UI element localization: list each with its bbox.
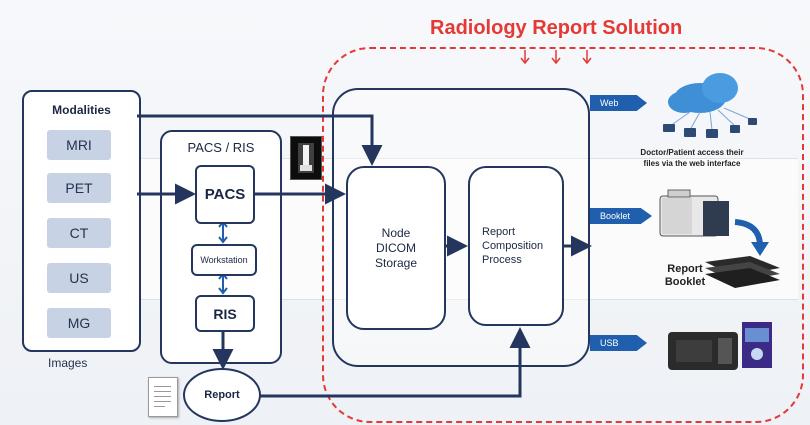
modalities-title: Modalities: [52, 103, 111, 117]
usb-output-arrow: USB: [590, 335, 647, 351]
composition-line-1: Report: [482, 226, 516, 238]
xray-thumbnail-icon: [290, 136, 322, 180]
booklet-stack-icon: [705, 256, 780, 288]
booklet-caption-line-2: Booklet: [664, 276, 706, 288]
booklet-output-arrow: Booklet: [590, 208, 652, 224]
booklet-caption-line-1: Report: [667, 263, 703, 275]
web-caption: Doctor/Patient access their files via th…: [617, 147, 767, 169]
storage-line-2: DICOM: [376, 240, 416, 255]
modality-mri: MRI: [47, 130, 111, 160]
web-output-arrow: Web: [590, 95, 647, 111]
modality-ct: CT: [47, 218, 111, 248]
booklet-caption: Report Booklet: [655, 263, 715, 289]
web-caption-line-2: files via the web interface: [643, 159, 741, 168]
modality-us: US: [47, 263, 111, 293]
media-box-icon: [742, 322, 772, 368]
composition-line-3: Process: [482, 254, 522, 266]
report-document-icon: [148, 377, 178, 417]
workstation-box: Workstation: [191, 244, 257, 276]
composition-line-2: Composition: [482, 240, 544, 252]
pacs-ris-title: PACS / RIS: [187, 140, 255, 155]
images-caption: Images: [48, 356, 88, 370]
printer-icon: [659, 189, 729, 237]
web-caption-line-1: Doctor/Patient access their: [640, 148, 744, 157]
usb-printer-icon: [668, 332, 738, 370]
storage-line-1: Node: [381, 225, 411, 240]
modality-pet: PET: [47, 173, 111, 203]
storage-line-3: Storage: [374, 255, 418, 270]
solution-boundary: [322, 47, 804, 423]
pacs-box: PACS: [195, 165, 255, 224]
dicom-storage-box: Node DICOM Storage: [346, 166, 446, 330]
modality-mg: MG: [47, 308, 111, 338]
ris-box: RIS: [195, 295, 255, 332]
cloud-icon: [663, 73, 757, 138]
report-node: Report: [183, 368, 261, 422]
diagram-title: Radiology Report Solution: [430, 17, 683, 39]
report-composition-box: Report Composition Process: [468, 166, 564, 326]
